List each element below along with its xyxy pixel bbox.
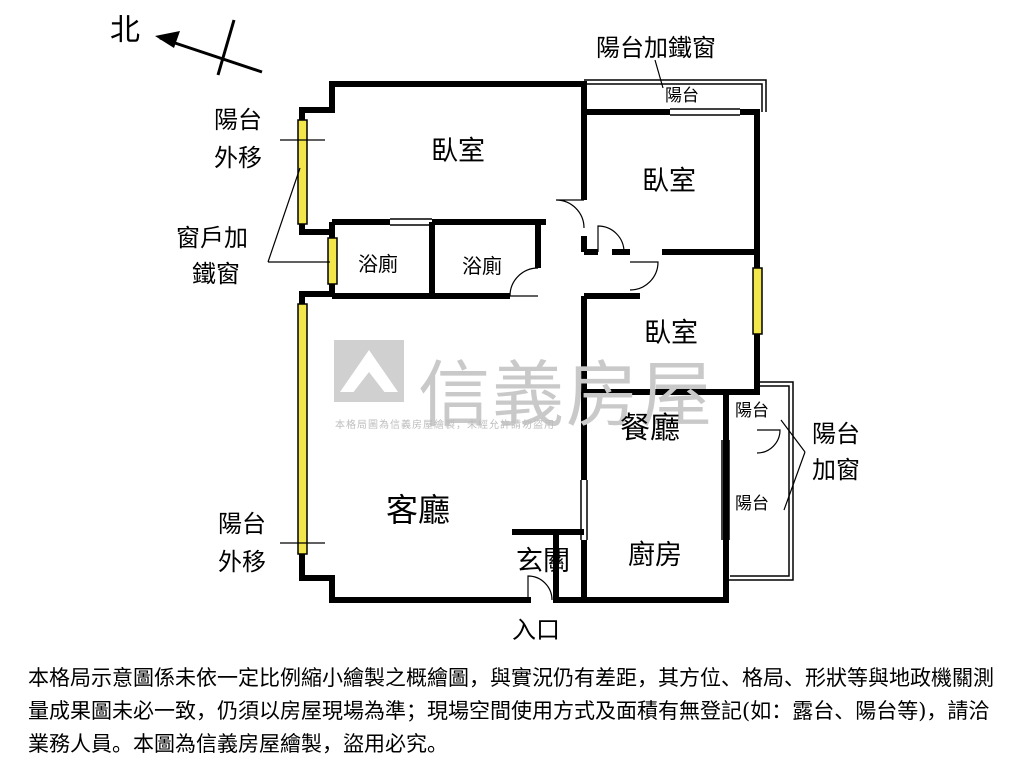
- room-kitchen: 廚房: [628, 540, 682, 571]
- yellow-windows: [297, 119, 763, 555]
- leader-lines: [267, 59, 806, 544]
- watermark-logo-icon: [334, 340, 404, 402]
- balcony-right-lower-label: 陽台: [735, 494, 769, 514]
- balcony-top-label: 陽台: [665, 86, 699, 106]
- disclaimer-text: 本格局示意圖係未依一定比例縮小繪製之概繪圖，與實況仍有差距，其方位、格局、形狀等…: [28, 666, 994, 756]
- window-marks: [390, 108, 740, 540]
- note-window-bars-line1: 窗戶加: [176, 224, 248, 252]
- room-living: 客廳: [386, 491, 451, 529]
- room-foyer: 玄關: [516, 546, 570, 577]
- note-top-balcony-bars: 陽台加鐵窗: [596, 34, 716, 62]
- balcony-outlines: [584, 79, 794, 581]
- note-entrance: 入口: [512, 616, 560, 644]
- note-left-lower-line2: 外移: [218, 548, 266, 576]
- room-bath-2: 浴廁: [462, 254, 502, 278]
- room-bath-1: 浴廁: [358, 252, 398, 276]
- watermark-subtext: 本格局圖為信義房屋繪製，未經允許請勿盜用: [335, 420, 555, 431]
- room-bedroom-master: 臥室: [431, 136, 485, 167]
- watermark-brand: 信義房屋: [418, 353, 715, 437]
- interior-walls: [329, 109, 757, 600]
- note-right-window-line1: 陽台: [812, 420, 860, 448]
- north-arrow-icon: [155, 19, 263, 76]
- room-bedroom-3: 臥室: [644, 318, 698, 349]
- note-left-upper-line1: 陽台: [214, 106, 262, 134]
- north-label: 北: [110, 13, 140, 48]
- note-right-window-line2: 加窗: [812, 456, 860, 484]
- room-dining: 餐廳: [620, 411, 680, 446]
- room-bedroom-2: 臥室: [642, 166, 696, 197]
- note-left-upper-line2: 外移: [214, 144, 262, 172]
- door-swings: [509, 199, 781, 601]
- note-left-lower-line1: 陽台: [218, 510, 266, 538]
- balcony-right-upper-label: 陽台: [735, 401, 769, 421]
- note-window-bars-line2: 鐵窗: [192, 260, 240, 288]
